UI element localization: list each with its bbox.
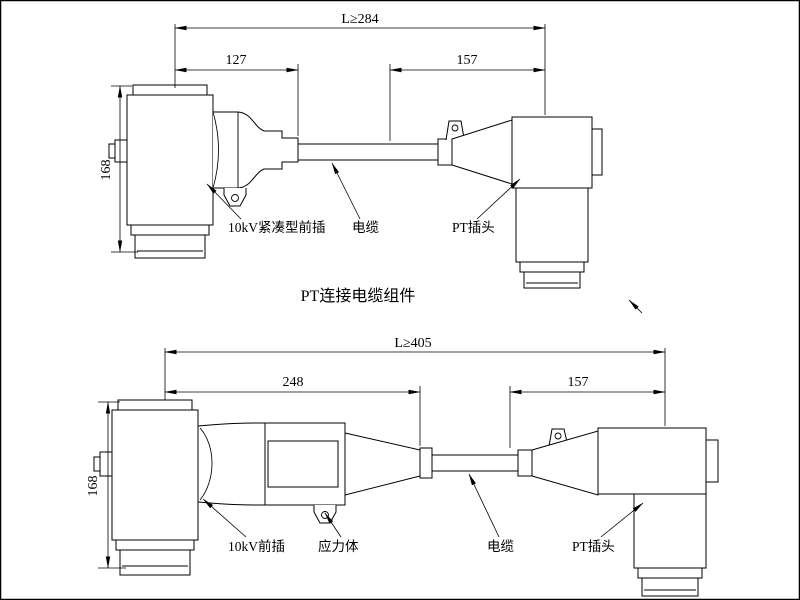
side-bushing (99, 451, 113, 477)
dim-height-top: 168 (99, 85, 138, 253)
dim-overall-bottom-text: L≥405 (394, 336, 431, 351)
cone-eyelet-hole (451, 124, 459, 132)
leader-line (206, 183, 242, 220)
side-bushing (114, 139, 128, 163)
bottom-assembly-view: L≥405 248 157 168 10kV前插 应力体 (86, 336, 719, 597)
dim-front-plug-top-text: 127 (226, 53, 247, 68)
label-front-plug-bottom-text: 10kV前插 (228, 538, 285, 554)
label-cable-top: 电缆 (331, 162, 379, 235)
plug-inner-window (267, 440, 339, 488)
dim-front-plug-bottom-text: 248 (283, 375, 304, 390)
dim-height-bottom: 168 (86, 401, 126, 569)
leader-line (600, 502, 644, 538)
leg-lower (641, 577, 699, 597)
cone-eyelet-hole (554, 432, 562, 440)
label-front-plug-top-text: 10kV紧凑型前插 (228, 219, 326, 235)
dim-height-bottom-text: 168 (86, 476, 101, 497)
stray-arrow-line (628, 299, 643, 314)
leader-line (468, 473, 500, 538)
cable-ferrule (437, 138, 453, 166)
bottom-pt-plug-connector (517, 427, 719, 597)
elbow-body (511, 116, 593, 189)
leg-band (519, 261, 585, 273)
top-assembly-view: L≥284 127 157 168 10kV紧凑型前插 电缆 (99, 12, 603, 305)
leader-line (324, 512, 342, 538)
label-cable-bottom-text: 电缆 (487, 539, 515, 554)
leg-band (637, 567, 703, 579)
dim-front-plug-bottom: 248 (164, 375, 421, 446)
top-pt-plug-connector (437, 116, 603, 289)
cable-ferrule (517, 449, 533, 477)
body-top-cap (132, 84, 208, 96)
label-stress-cone-bottom: 应力体 (318, 512, 359, 554)
body-lower (134, 234, 206, 259)
bell-transition (197, 422, 266, 506)
elbow-fillet (212, 111, 219, 189)
top-front-plug-connector (108, 84, 299, 259)
label-cable-top-text: 电缆 (352, 220, 379, 235)
elbow-body (597, 427, 707, 495)
elbow-leg (633, 493, 707, 569)
body-lower (119, 549, 191, 576)
cable-ferrule (419, 447, 433, 479)
test-point-cap (705, 439, 719, 483)
label-front-plug-top: 10kV紧凑型前插 (206, 183, 326, 235)
leader-line (476, 178, 521, 220)
ground-tab-hole (321, 511, 329, 519)
front-plug-outlet (213, 111, 299, 189)
dim-pt-plug-bottom: 157 (509, 375, 666, 448)
dim-front-plug-top: 127 (174, 53, 299, 136)
leader-line (331, 162, 361, 220)
stray-arrow-mark (628, 299, 643, 314)
ground-tab-hole (231, 194, 239, 202)
leg-lower (523, 271, 581, 289)
label-pt-plug-top-text: PT插头 (452, 220, 495, 235)
bottom-cable (432, 454, 520, 472)
dim-height-top-text: 168 (99, 160, 114, 181)
side-bushing-tip (108, 143, 116, 159)
dim-overall-bottom: L≥405 (164, 336, 666, 426)
label-pt-plug-bottom-text: PT插头 (572, 539, 615, 554)
body-band (115, 539, 195, 551)
label-pt-plug-top: PT插头 (452, 178, 521, 235)
label-pt-plug-bottom: PT插头 (572, 502, 644, 554)
elbow-fillet (199, 427, 213, 501)
dim-pt-plug-top: 157 (389, 53, 546, 141)
body-top-cap (117, 399, 193, 411)
side-bushing-tip (93, 456, 101, 472)
label-cable-bottom: 电缆 (468, 473, 515, 554)
label-front-plug-bottom: 10kV前插 (202, 498, 285, 554)
label-stress-cone-bottom-text: 应力体 (318, 538, 359, 554)
leader-line (202, 498, 247, 538)
test-point-cap (591, 128, 603, 176)
body-band (130, 224, 210, 236)
top-view-caption: PT连接电缆组件 (301, 287, 416, 305)
bottom-front-plug-connector (93, 399, 433, 576)
body-main (126, 94, 214, 226)
dim-pt-plug-top-text: 157 (457, 53, 478, 68)
top-cable (298, 143, 440, 161)
body-main (111, 409, 199, 541)
dim-overall-top-text: L≥284 (341, 12, 378, 27)
dim-pt-plug-bottom-text: 157 (568, 375, 589, 390)
stress-cone (531, 430, 599, 496)
stress-cone-taper (344, 432, 421, 496)
elbow-leg (515, 187, 589, 263)
